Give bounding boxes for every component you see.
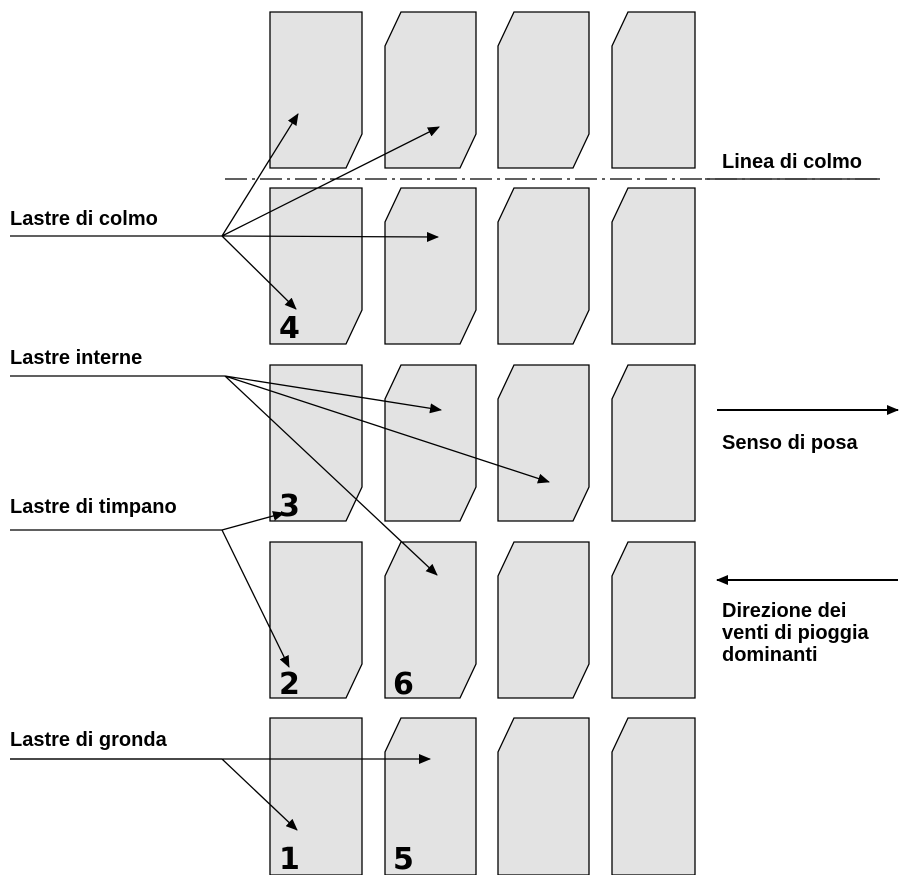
laying-direction-label: Senso di posa bbox=[722, 432, 858, 454]
leader-gable-arrow bbox=[221, 511, 285, 531]
sheet-row-5 bbox=[269, 717, 696, 875]
eave-sheets-label: Lastre di gronda bbox=[10, 729, 168, 751]
sheet bbox=[384, 187, 477, 345]
gable-sheets-label: Lastre di timpano bbox=[10, 496, 177, 518]
wind-direction-label-line3: dominanti bbox=[722, 644, 818, 666]
sheet-number-5: 5 bbox=[393, 842, 414, 875]
sheet-number-6: 6 bbox=[393, 667, 414, 702]
sheet bbox=[611, 11, 696, 169]
sheet bbox=[497, 364, 590, 522]
sheet bbox=[269, 717, 363, 875]
inner-sheets-label: Lastre interne bbox=[10, 347, 142, 369]
leader-lines bbox=[10, 113, 880, 831]
sheet bbox=[611, 364, 696, 522]
sheet bbox=[269, 541, 363, 699]
sheet-number-4: 4 bbox=[279, 311, 300, 346]
sheet-row-3 bbox=[269, 364, 696, 522]
sheet bbox=[497, 541, 590, 699]
sheet bbox=[497, 11, 590, 169]
leader-gable-arrow bbox=[221, 529, 290, 668]
leader-inner-arrow bbox=[224, 375, 550, 484]
sheet bbox=[611, 541, 696, 699]
sheet-row-1 bbox=[269, 11, 696, 169]
leader-ridge-arrow bbox=[221, 113, 299, 237]
sheet bbox=[269, 11, 363, 169]
leader-ridge-arrow bbox=[221, 231, 439, 242]
sheet-row-2 bbox=[269, 187, 696, 345]
ridge-line-label: Linea di colmo bbox=[722, 151, 862, 173]
leader-eave-arrow bbox=[221, 758, 298, 831]
leader-ridge-arrow bbox=[221, 235, 297, 310]
wind-direction-label-line2: venti di pioggia bbox=[722, 622, 870, 644]
leader-ridge-arrow bbox=[221, 126, 440, 237]
sheet bbox=[497, 187, 590, 345]
leader-inner-arrow bbox=[224, 375, 438, 576]
sheet-number-3: 3 bbox=[279, 489, 300, 524]
sheet bbox=[611, 187, 696, 345]
leader-inner-arrow bbox=[224, 375, 442, 414]
sheet-number-1: 1 bbox=[279, 842, 300, 875]
sheet bbox=[269, 364, 363, 522]
ridge-sheets-label: Lastre di colmo bbox=[10, 208, 158, 230]
sheet bbox=[384, 541, 477, 699]
sheet bbox=[497, 717, 590, 875]
sheet-row-4 bbox=[269, 541, 696, 699]
sheet-number-2: 2 bbox=[279, 667, 300, 702]
sheet bbox=[384, 11, 477, 169]
sheet bbox=[611, 717, 696, 875]
sheet bbox=[384, 717, 477, 875]
wind-direction-label-line1: Direzione dei bbox=[722, 600, 846, 622]
